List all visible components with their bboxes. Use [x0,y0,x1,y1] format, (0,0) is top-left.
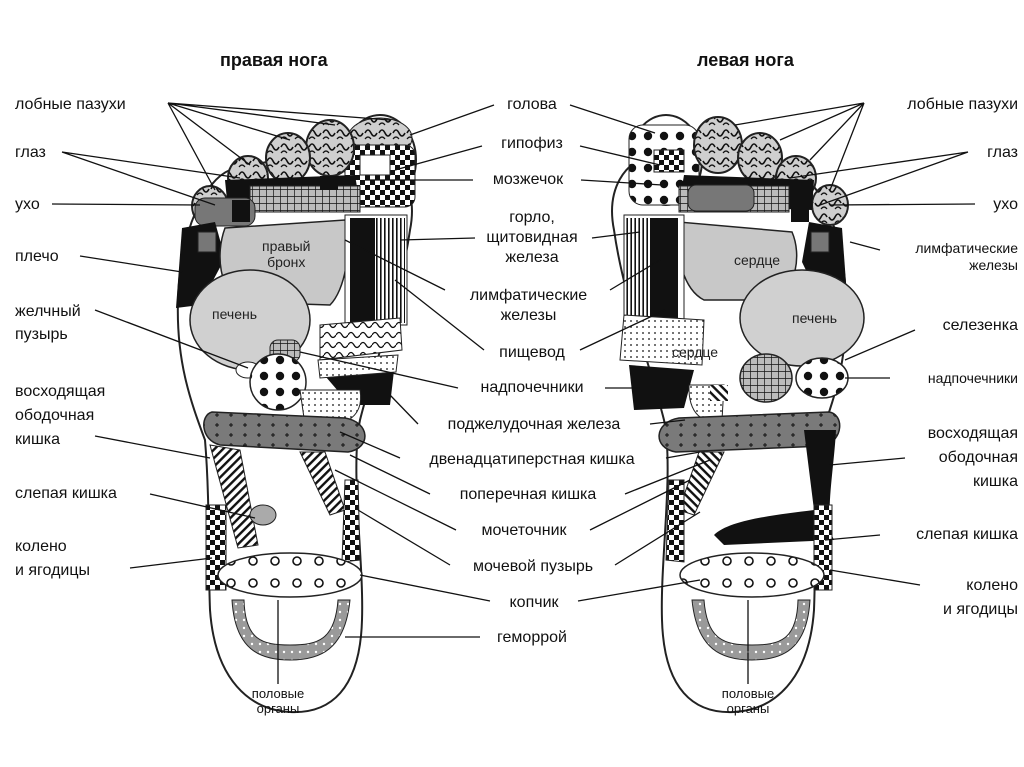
right-coccyx [217,552,363,598]
label-adrenals-left: надпочечники [927,370,1018,386]
label-knee-right: колено и ягодицы [15,538,91,579]
label-head: голова [507,96,557,113]
label-genitals-right: половые органы [251,686,305,716]
label-cecum-right: слепая кишка [15,485,117,502]
label-sinuses-left: лобные пазухи [907,96,1018,113]
label-ear-left: ухо [993,196,1018,213]
label-gallbladder: желчный пузырь [15,303,81,343]
label-ear-right: ухо [15,196,40,213]
label-esophagus: пищевод [499,344,565,361]
label-eye-left: глаз [987,144,1018,161]
label-transverse-colon: поперечная кишка [459,486,597,503]
label-ureter: мочеточник [481,522,567,539]
label-duodenum: двенадцатиперстная кишка [429,451,635,468]
inner-left-liver: печень [792,310,838,326]
label-eye-right: глаз [15,144,46,161]
label-sinuses-right: лобные пазухи [15,96,126,113]
inner-right-bronchus: правый бронх [262,238,311,270]
label-hemorrhoids: геморрой [497,629,567,646]
left-foot-title: левая нога [697,50,794,70]
right-foot [176,114,417,714]
inner-left-heart2: сердце [672,344,719,360]
right-foot-title: правая нога [220,50,328,70]
label-spleen: селезенка [942,317,1018,334]
label-shoulder-right: плечо [15,248,59,265]
label-pancreas: поджелудочная железа [447,416,621,433]
label-throat-thyroid: горло, щитовидная железа [486,209,578,266]
label-bladder: мочевой пузырь [472,558,594,575]
inner-left-heart: сердце [734,252,781,268]
label-ascending-colon-left: восходящая ободочная кишка [927,425,1018,490]
label-genitals-left: половые органы [721,686,775,716]
label-lymph-left: лимфатические железы [915,240,1018,273]
label-knee-left: колено и ягодицы [942,577,1018,618]
left-foot [611,114,865,714]
label-adrenals-center: надпочечники [480,379,584,396]
label-lymph-center: лимфатические железы [469,287,588,324]
label-coccyx: копчик [509,594,559,611]
label-pituitary: гипофиз [501,135,563,152]
label-ascending-colon-right: восходящая ободочная кишка [15,383,106,448]
inner-right-liver: печень [212,306,258,322]
leader-lines [51,102,976,684]
label-cerebellum: мозжечок [492,171,564,188]
label-cecum-left: слепая кишка [916,526,1018,543]
